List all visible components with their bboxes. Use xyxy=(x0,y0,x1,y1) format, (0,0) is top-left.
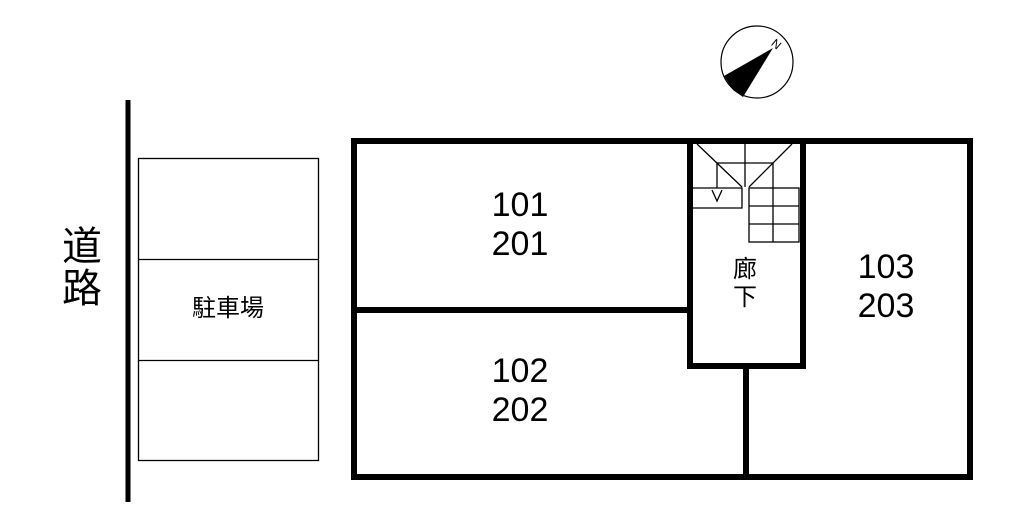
room-number: 203 xyxy=(857,287,915,326)
room-number: 101 xyxy=(491,186,549,224)
room-number: 202 xyxy=(491,391,549,430)
road-label: 道 路 xyxy=(57,226,107,310)
room-103-203: 103 203 xyxy=(806,248,966,326)
road-label-line1: 道 xyxy=(62,224,102,270)
room-101-201: 101 201 xyxy=(440,186,600,264)
room-number: 201 xyxy=(491,225,549,264)
room-102-202: 102 202 xyxy=(440,352,600,430)
corridor-label: 廊 下 xyxy=(720,255,770,311)
road-label-line2: 路 xyxy=(62,266,102,312)
corridor-label-line1: 廊 xyxy=(733,255,757,283)
building-walls xyxy=(351,138,973,480)
parking-label: 駐車場 xyxy=(192,294,264,322)
parking-outline xyxy=(137,157,320,462)
corridor-label-line2: 下 xyxy=(733,283,757,311)
parking-lot xyxy=(137,157,320,462)
staircase xyxy=(692,143,800,243)
room-number: 102 xyxy=(491,352,549,390)
compass-north-arrow-icon: N xyxy=(720,25,794,99)
stair-direction-arrow-icon xyxy=(711,189,723,203)
room-number: 103 xyxy=(857,248,915,286)
corridor-walls xyxy=(687,141,806,369)
